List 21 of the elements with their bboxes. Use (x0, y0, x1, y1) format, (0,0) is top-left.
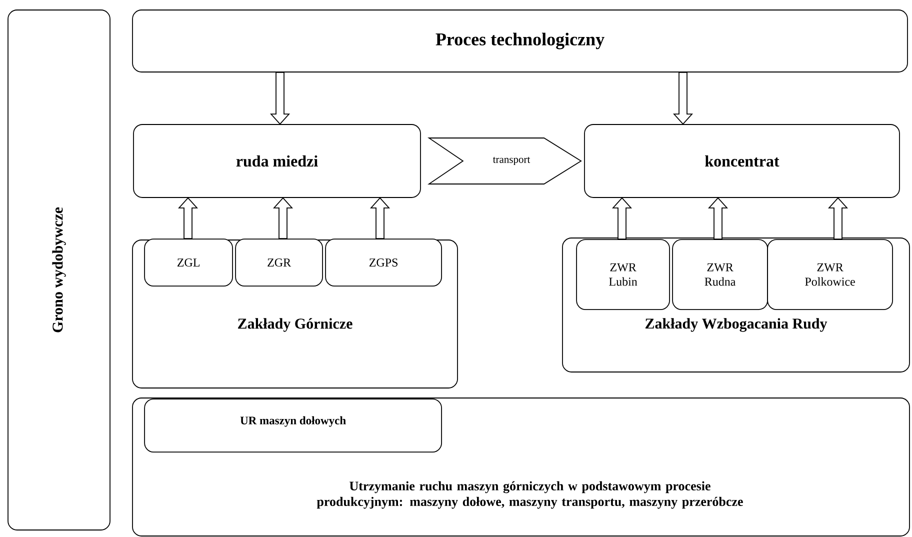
edge-label: transport (492, 156, 530, 166)
block-arrow (273, 197, 294, 240)
block-arrow (612, 197, 632, 240)
unit-box: UR maszyn dołowych (144, 398, 442, 452)
block-arrow (178, 197, 198, 240)
unit-box: ZWR Lubin (576, 239, 670, 310)
process-box: Proces technologiczny (132, 10, 908, 72)
unit-box: ZGL (144, 238, 233, 286)
block-arrow (673, 72, 694, 125)
block-arrow (828, 197, 848, 240)
unit-box: ZGR (235, 238, 323, 286)
block-arrow (270, 72, 290, 125)
block-arrow (427, 138, 582, 184)
process-box: ruda miedzi (133, 124, 421, 198)
side-panel: Grono wydobywcze (8, 10, 110, 530)
block-arrow (708, 197, 728, 240)
unit-box: ZGPS (325, 238, 442, 286)
block-arrow (370, 197, 390, 240)
unit-box: ZWR Polkowice (767, 239, 893, 310)
process-box: koncentrat (584, 124, 900, 198)
unit-box: ZWR Rudna (672, 239, 768, 310)
